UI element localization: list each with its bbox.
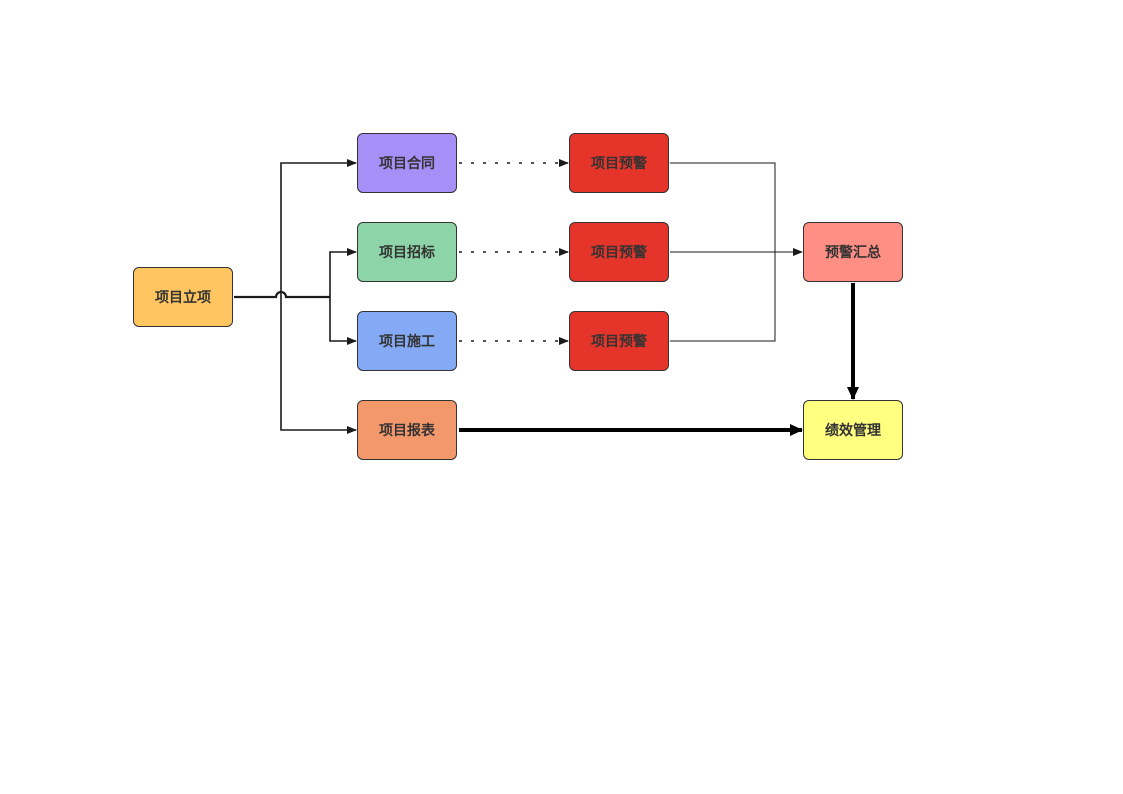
node-label: 项目合同 — [379, 156, 435, 172]
node-performance-management[interactable]: 绩效管理 — [803, 400, 903, 460]
edge-start-report — [280, 297, 357, 434]
node-label: 绩效管理 — [825, 423, 881, 439]
node-label: 预警汇总 — [825, 245, 881, 261]
node-label: 项目预警 — [591, 156, 647, 172]
edge-start-build — [329, 297, 357, 345]
node-project-bidding[interactable]: 项目招标 — [357, 222, 457, 282]
node-project-report[interactable]: 项目报表 — [357, 400, 457, 460]
edge-start-bid-build-trunk — [234, 290, 330, 299]
node-warning-bidding[interactable]: 项目预警 — [569, 222, 669, 282]
edge-start-bid — [329, 248, 357, 297]
node-warning-contract[interactable]: 项目预警 — [569, 133, 669, 193]
edge-start-contract — [280, 159, 357, 297]
node-label: 项目招标 — [379, 245, 435, 261]
edge-warn1-summary — [670, 162, 776, 252]
node-label: 项目立项 — [155, 290, 211, 306]
node-label: 项目预警 — [591, 245, 647, 261]
node-label: 项目报表 — [379, 423, 435, 439]
edge-warn3-summary — [670, 252, 776, 342]
node-label: 项目预警 — [591, 334, 647, 350]
node-warning-construction[interactable]: 项目预警 — [569, 311, 669, 371]
node-project-contract[interactable]: 项目合同 — [357, 133, 457, 193]
node-project-initiation[interactable]: 项目立项 — [133, 267, 233, 327]
node-project-construction[interactable]: 项目施工 — [357, 311, 457, 371]
node-label: 项目施工 — [379, 334, 435, 350]
node-warning-summary[interactable]: 预警汇总 — [803, 222, 903, 282]
